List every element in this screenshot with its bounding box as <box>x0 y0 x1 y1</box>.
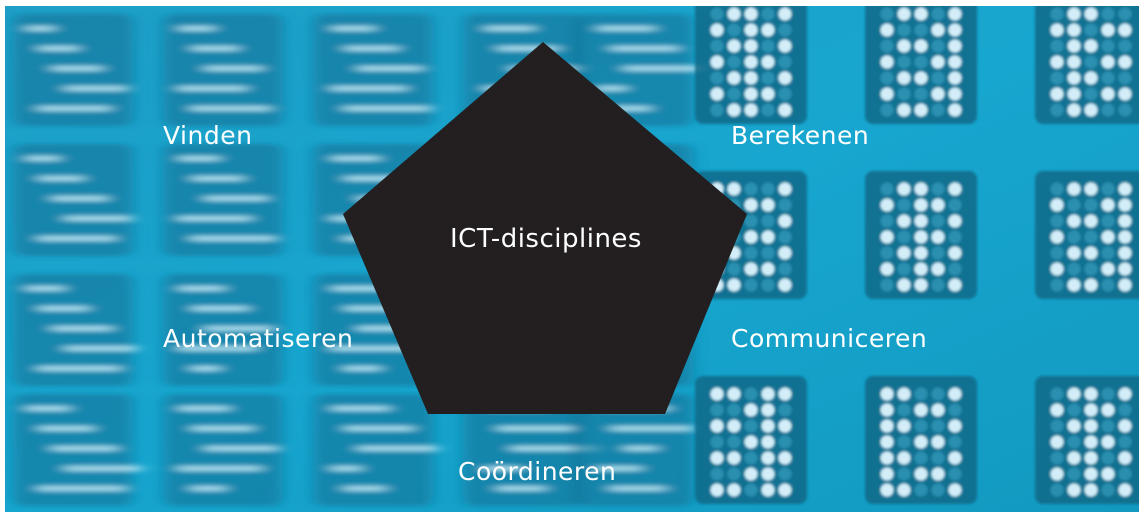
discipline-label-coordineren: Coördineren <box>458 457 617 486</box>
discipline-label-vinden: Vinden <box>163 121 253 150</box>
discipline-label-berekenen: Berekenen <box>731 121 870 150</box>
background-photo <box>5 6 1139 512</box>
discipline-label-communiceren: Communiceren <box>731 324 928 353</box>
discipline-label-automatiseren: Automatiseren <box>163 324 354 353</box>
center-label: ICT-disciplines <box>450 224 642 254</box>
diagram-canvas: ICT-disciplines Vinden Berekenen Automat… <box>5 6 1139 512</box>
center-pentagon <box>343 42 747 414</box>
